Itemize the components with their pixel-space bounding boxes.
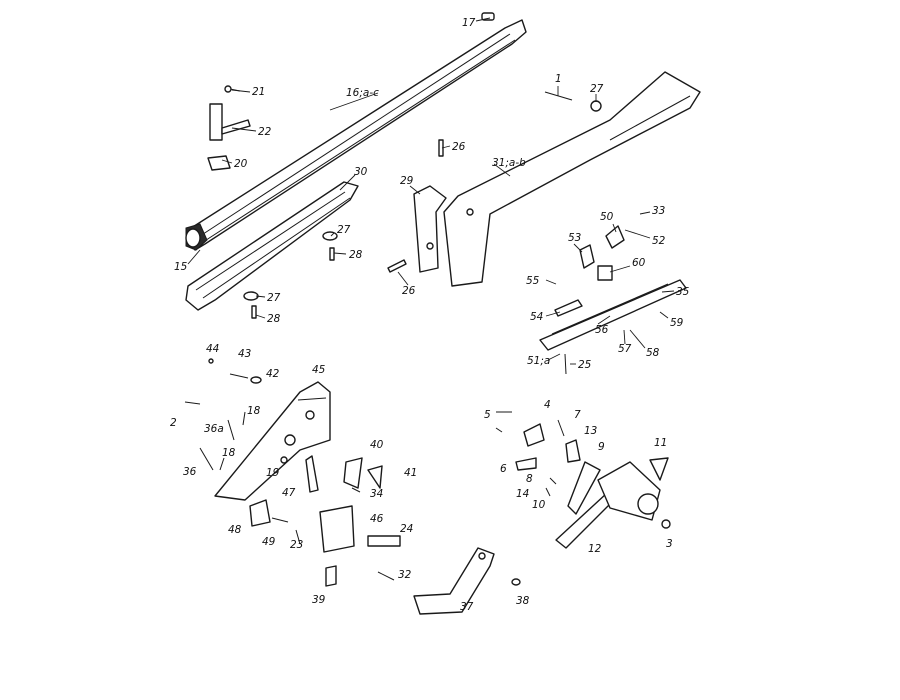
label-11: 11 [654, 437, 667, 449]
label-37: 37 [460, 601, 474, 613]
stock-part [413, 71, 701, 287]
label-33: 33 [652, 205, 665, 217]
label-26b: 26 [402, 285, 416, 297]
label-25: 25 [578, 359, 592, 371]
label-17: 17 [462, 17, 476, 29]
barrel-part [185, 12, 527, 251]
label-5: 5 [484, 409, 491, 421]
carrier-part [249, 499, 401, 587]
label-41: 41 [404, 467, 417, 479]
label-45: 45 [312, 364, 326, 376]
label-55: 55 [526, 275, 540, 287]
label-2: 2 [170, 417, 177, 429]
pins-left [184, 358, 262, 471]
label-27c: 27 [590, 83, 604, 95]
label-36: 36 [183, 466, 197, 478]
label-8: 8 [526, 473, 533, 485]
label-18a: 18 [247, 405, 261, 417]
label-14: 14 [516, 488, 529, 500]
label-22: 22 [258, 126, 272, 138]
label-10: 10 [532, 499, 546, 511]
label-19: 19 [266, 467, 280, 479]
rear-sight-part [207, 85, 251, 171]
small-parts-middle [280, 455, 383, 493]
label-35: 35 [676, 286, 690, 298]
label-27b: 27 [267, 292, 281, 304]
lock-parts-right [495, 411, 671, 586]
label-23: 23 [290, 539, 303, 551]
label-28a: 28 [349, 249, 363, 261]
label-52: 52 [652, 235, 666, 247]
label-29: 29 [400, 175, 414, 187]
lever-part [413, 547, 495, 615]
label-21: 21 [252, 86, 265, 98]
label-30: 30 [354, 166, 368, 178]
label-24: 24 [400, 523, 413, 535]
label-7: 7 [574, 409, 581, 421]
label-46: 46 [370, 513, 384, 525]
label-58: 58 [646, 347, 660, 359]
forend-part [185, 181, 359, 311]
leader-lines [187, 17, 675, 365]
label-28b: 28 [267, 313, 281, 325]
label-51: 51;a [527, 355, 550, 367]
label-16: 16;a-c [346, 87, 379, 99]
label-31: 31;a-b [492, 157, 526, 169]
label-15: 15 [174, 261, 188, 273]
label-27a: 27 [337, 224, 351, 236]
label-36a: 36a [204, 423, 224, 435]
label-4: 4 [544, 399, 551, 411]
label-49: 49 [262, 536, 276, 548]
label-54: 54 [530, 311, 543, 323]
label-3: 3 [666, 538, 673, 550]
label-20: 20 [234, 158, 248, 170]
label-44: 44 [206, 343, 219, 355]
label-56: 56 [595, 324, 609, 336]
label-60: 60 [632, 257, 646, 269]
trigger-plate-part [539, 225, 687, 375]
label-59: 59 [670, 317, 684, 329]
stock-screws [387, 91, 602, 273]
label-26a: 26 [452, 141, 466, 153]
label-9: 9 [598, 441, 605, 453]
label-50: 50 [600, 211, 614, 223]
receiver-part [214, 381, 331, 501]
nut-screw-left [243, 231, 338, 319]
label-40: 40 [370, 439, 384, 451]
label-42: 42 [266, 368, 280, 380]
label-13: 13 [584, 425, 597, 437]
label-39: 39 [312, 594, 326, 606]
label-48: 48 [228, 524, 242, 536]
label-38: 38 [516, 595, 530, 607]
label-34: 34 [370, 488, 383, 500]
label-1: 1 [555, 73, 562, 85]
label-12: 12 [588, 543, 602, 555]
label-47: 47 [282, 487, 296, 499]
label-18b: 18 [222, 447, 236, 459]
part-labels: 17 16;a-c 21 22 20 30 15 27 28 27 28 26 … [170, 17, 690, 613]
label-57: 57 [618, 343, 632, 355]
label-6: 6 [500, 463, 507, 475]
label-43: 43 [238, 348, 251, 360]
label-32: 32 [398, 569, 412, 581]
label-53: 53 [568, 232, 581, 244]
